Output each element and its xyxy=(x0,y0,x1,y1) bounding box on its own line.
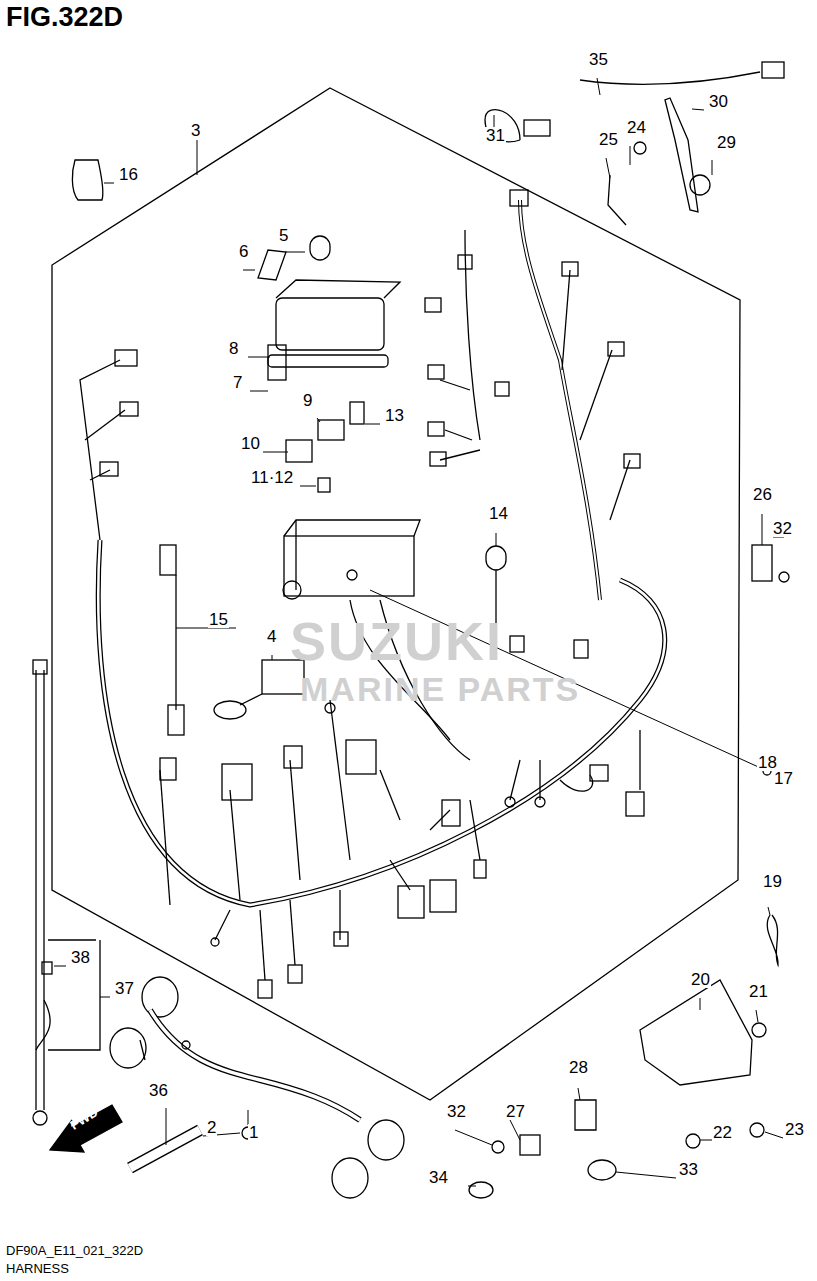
callout-number: 36 xyxy=(148,1082,169,1099)
callout-number: 3 xyxy=(190,122,201,139)
callout-number: 10 xyxy=(240,435,261,452)
callout-number: 21 xyxy=(748,983,769,1000)
callout-number: 31 xyxy=(485,127,506,144)
callout-number: 37 xyxy=(114,980,135,997)
figure-title: FIG.322D xyxy=(6,4,123,31)
callout-number: 26 xyxy=(752,486,773,503)
callout-number: 16 xyxy=(118,166,139,183)
callout-number: 19 xyxy=(762,873,783,890)
callout-number: 28 xyxy=(568,1059,589,1076)
callout-number: 23 xyxy=(784,1121,805,1138)
callout-number: 7 xyxy=(232,374,243,391)
callout-number: 38 xyxy=(70,949,91,966)
callout-number: 34 xyxy=(428,1169,449,1186)
watermark: SUZUKI xyxy=(290,614,503,668)
drawing-code: DF90A_E11_021_322D xyxy=(6,1244,143,1257)
callout-number: 24 xyxy=(626,119,647,136)
callout-number: 4 xyxy=(266,628,277,645)
callout-number: 35 xyxy=(588,51,609,68)
figure-caption: HARNESS xyxy=(6,1262,69,1275)
callout-number: 30 xyxy=(708,93,729,110)
callout-number: 25 xyxy=(598,131,619,148)
callout-number: 33 xyxy=(678,1161,699,1178)
callout-number: 8 xyxy=(228,340,239,357)
callout-number: 27 xyxy=(505,1103,526,1120)
callout-number: 18 xyxy=(757,754,778,771)
callout-number: 1 xyxy=(248,1124,259,1141)
callout-number: 29 xyxy=(716,134,737,151)
callout-number: 20 xyxy=(690,971,711,988)
callout-number: 32 xyxy=(772,520,793,537)
callout-number: 13 xyxy=(384,407,405,424)
callout-number: 5 xyxy=(278,227,289,244)
callout-number: 6 xyxy=(238,243,249,260)
callout-number: 22 xyxy=(712,1124,733,1141)
callout-number: 15 xyxy=(208,611,229,628)
callout-number: 11·12 xyxy=(250,469,294,486)
callout-number: 9 xyxy=(302,392,313,409)
watermark: MARINE PARTS xyxy=(300,672,580,706)
callout-number: 2 xyxy=(206,1119,217,1136)
callout-number: 32 xyxy=(446,1103,467,1120)
callout-number: 17 xyxy=(773,770,794,787)
callout-number: 14 xyxy=(488,505,509,522)
